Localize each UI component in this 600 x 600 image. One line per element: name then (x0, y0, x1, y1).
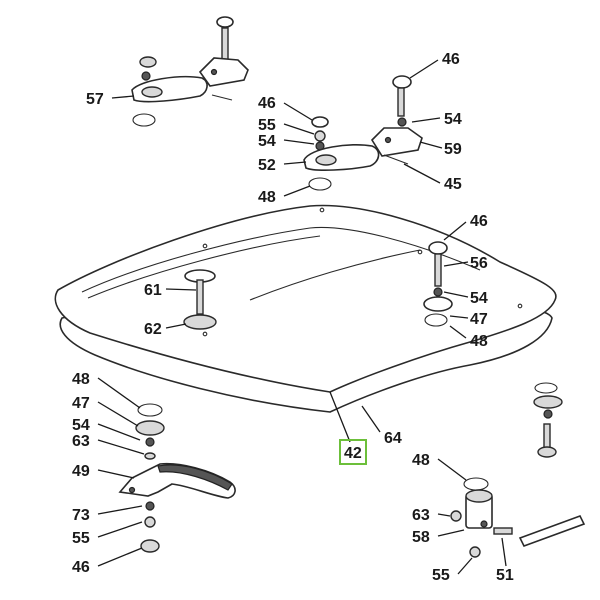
label-46[interactable]: 46 (72, 559, 90, 576)
hinge-assembly-57[interactable] (131, 16, 249, 127)
label-48[interactable]: 48 (412, 452, 430, 469)
label-55[interactable]: 55 (72, 530, 90, 547)
label-48[interactable]: 48 (258, 189, 276, 206)
label-61[interactable]: 61 (144, 282, 162, 299)
label-48[interactable]: 48 (72, 371, 90, 388)
label-63[interactable]: 63 (412, 507, 430, 524)
label-63[interactable]: 63 (72, 433, 90, 450)
label-42[interactable]: 42 (344, 445, 362, 462)
right-edge-assembly[interactable] (533, 382, 563, 458)
label-54[interactable]: 54 (470, 290, 488, 307)
part-labels: 57 46 55 54 52 48 46 54 59 45 46 56 54 4… (72, 51, 514, 584)
hinge-assembly-52[interactable] (303, 75, 423, 191)
label-54[interactable]: 54 (258, 133, 276, 150)
label-49[interactable]: 49 (72, 463, 90, 480)
label-58[interactable]: 58 (412, 529, 430, 546)
bracket-assembly-49[interactable] (118, 403, 236, 553)
label-62[interactable]: 62 (144, 321, 162, 338)
label-55[interactable]: 55 (258, 117, 276, 134)
label-59[interactable]: 59 (444, 141, 462, 158)
label-47[interactable]: 47 (470, 311, 488, 328)
label-54[interactable]: 54 (72, 417, 90, 434)
label-46[interactable]: 46 (258, 95, 276, 112)
label-56[interactable]: 56 (470, 255, 488, 272)
label-52[interactable]: 52 (258, 157, 276, 174)
label-46[interactable]: 46 (442, 51, 460, 68)
fastener-61[interactable] (183, 269, 217, 330)
label-48[interactable]: 48 (470, 333, 488, 350)
highlight-box-42 (339, 439, 367, 465)
latch-assembly-58[interactable] (450, 477, 586, 558)
label-64[interactable]: 64 (384, 430, 402, 447)
label-45[interactable]: 45 (444, 176, 462, 193)
label-57[interactable]: 57 (86, 91, 104, 108)
label-51[interactable]: 51 (496, 567, 514, 584)
label-46[interactable]: 46 (470, 213, 488, 230)
leader-lines (97, 59, 507, 575)
label-47[interactable]: 47 (72, 395, 90, 412)
label-54[interactable]: 54 (444, 111, 462, 128)
label-55[interactable]: 55 (432, 567, 450, 584)
fastener-56[interactable] (423, 241, 453, 327)
label-73[interactable]: 73 (72, 507, 90, 524)
